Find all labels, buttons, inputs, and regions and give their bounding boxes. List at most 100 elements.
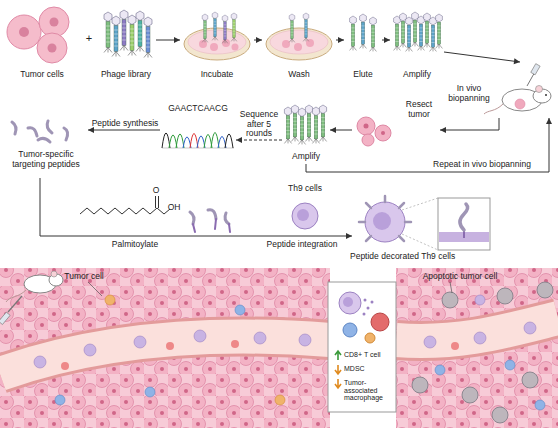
- flow-arrow: [330, 127, 352, 133]
- chromatogram-part: [176, 134, 184, 148]
- amplify-phages-part-part: [312, 107, 319, 143]
- amplify-phages-part: [284, 107, 291, 143]
- tumor-panels-part: [435, 365, 445, 375]
- palmitoylated-peptides-part: [225, 213, 229, 224]
- free-label: O: [151, 186, 161, 196]
- incubate-dish-part-part: [212, 12, 218, 40]
- flow-arrow: [156, 37, 180, 43]
- flow-arrow: [336, 37, 344, 43]
- tumor-panels-part: [0, 268, 330, 428]
- tumor-panels-part: [235, 305, 245, 315]
- node-label: In vivo biopanning: [446, 84, 492, 103]
- node-label: Amplify: [282, 152, 330, 162]
- amplify-phages-part: [412, 12, 419, 46]
- inset-box-part: [328, 282, 396, 412]
- node-label: Resect tumor: [398, 100, 440, 119]
- mouse-biopanning: [484, 64, 551, 114]
- elute-phages-part: [370, 17, 377, 51]
- amplify-phages-part: [418, 16, 425, 50]
- arrow-line: [306, 118, 549, 172]
- tumor-panels-part: [475, 295, 485, 305]
- legend-text: MDSC: [344, 365, 394, 373]
- amplify-phages-part-part: [412, 12, 419, 46]
- arrow-head: [338, 37, 344, 43]
- edge-label: Peptide synthesis: [91, 119, 159, 129]
- elute-phages-part-part: [360, 14, 367, 48]
- flow-arrow: [306, 118, 552, 172]
- resected-tumor-part: [364, 124, 369, 129]
- tumor-panels: [0, 268, 558, 428]
- decorated-th9-cell-part: [365, 202, 405, 242]
- mouse-biopanning-part: [536, 86, 543, 93]
- arrow-head: [440, 127, 446, 133]
- tumor-cells-art: [7, 7, 69, 63]
- elute-phages: [350, 14, 377, 51]
- decorated-th9-cell-part: [373, 212, 391, 230]
- incubate-dish-part: [222, 15, 228, 43]
- phage-library-art-part: [128, 15, 136, 56]
- stage-node: Incubate: [180, 6, 254, 82]
- amplify-phages-part-part: [436, 14, 443, 48]
- stage-node: In vivo biopanning: [446, 62, 552, 118]
- arrow-line: [440, 118, 499, 130]
- tumor-panels-part: [61, 362, 69, 370]
- inset-box: [328, 282, 396, 412]
- amplify-phages-part: [298, 108, 305, 144]
- arrow-head: [256, 37, 262, 43]
- flow-arrow: [382, 37, 390, 43]
- flow-arrow: [254, 37, 262, 43]
- node-label: Incubate: [180, 70, 254, 80]
- tumor-panels-part: [522, 372, 538, 388]
- tumor-cells-art-part: [7, 15, 41, 49]
- stage-node: Amplify: [282, 104, 330, 164]
- tumor-panels-part: [492, 407, 508, 423]
- arrow-line: [254, 40, 262, 41]
- arrow-line: [40, 178, 352, 236]
- wash-dish-part: [266, 28, 332, 60]
- resected-tumor-part: [362, 134, 374, 146]
- decorated-th9-cell-part-part: [366, 236, 371, 241]
- arrow-line: [156, 40, 180, 41]
- elute-phages-part-part: [350, 16, 357, 50]
- stage-node: Tumor-specific targeting peptides: [4, 116, 88, 178]
- phage-library-art-part: [104, 12, 112, 53]
- palmitoylated-peptides-part: [193, 224, 195, 232]
- phage-library-art-part: [112, 16, 120, 57]
- stage-node: Amplify: [390, 6, 444, 82]
- th9-cell-part: [292, 203, 318, 229]
- peptides-part: [47, 121, 52, 133]
- arrow-head: [236, 137, 242, 143]
- palmitoylated-peptides: [190, 210, 230, 232]
- tumor-panels-part: [537, 282, 553, 298]
- arrow-line: [88, 130, 160, 131]
- amplify-phages-part: [400, 13, 407, 47]
- mouse-biopanning-part: [545, 94, 547, 96]
- incubate-dish-part: [231, 13, 237, 41]
- edge-label: Sequence after 5 rounds: [234, 110, 284, 139]
- stage-node: GAACTCAACG: [160, 104, 236, 150]
- tumor-panels-part: [0, 337, 330, 374]
- arrow-line: [444, 52, 520, 62]
- incubate-dish-part: [188, 30, 246, 54]
- node-label: Phage library: [96, 70, 156, 80]
- leader-lines-part: [88, 282, 102, 296]
- node-label: Th9 cells: [280, 184, 330, 194]
- arrow-head: [546, 118, 552, 124]
- amplify-phages-part-part: [424, 13, 431, 47]
- leader-lines: [88, 282, 452, 296]
- tumor-cells-art-part: [19, 27, 29, 37]
- wash-dish-part-part: [303, 13, 309, 41]
- arrow-line: [336, 40, 344, 41]
- leader-lines-part: [450, 282, 452, 293]
- arrow-head: [514, 58, 520, 64]
- wash-dish-part: [294, 43, 302, 51]
- inset-box-part: [364, 299, 367, 302]
- arrow-line: [236, 140, 282, 141]
- mouse-injection: [0, 271, 63, 325]
- flow-arrow: [40, 178, 352, 239]
- tumor-cells-art-part: [50, 18, 59, 27]
- amplify-phages-part: [406, 17, 413, 51]
- amplify-phages-part-part: [394, 16, 401, 50]
- mouse-injection-part: [8, 296, 22, 312]
